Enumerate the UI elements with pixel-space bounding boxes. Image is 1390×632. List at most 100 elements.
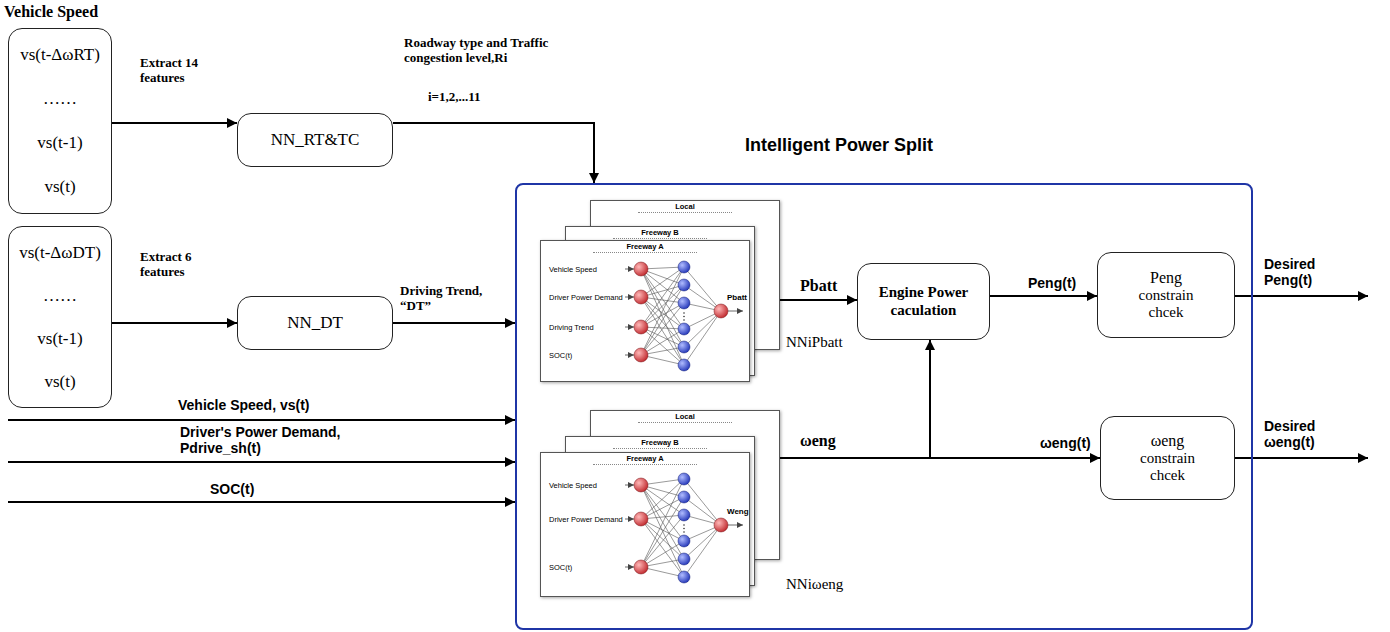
input-name: SOC(t) [549, 351, 572, 360]
box-text: constrain chcek [1128, 450, 1208, 485]
edge-label: ωeng(t) [1040, 435, 1091, 451]
input-neuron [634, 478, 648, 492]
signal-label: Driver's Power Demand, Pdrive_sh(t) [180, 424, 370, 456]
box-text: NN_RT&TC [271, 130, 360, 150]
signal-label: SOC(t) [210, 481, 254, 497]
input-name: Driver Power Demand [549, 515, 623, 524]
column-heading: Vehicle Speed [4, 3, 98, 21]
output-neuron [714, 518, 728, 532]
hidden-neuron [678, 553, 690, 565]
hidden-neuron [678, 341, 690, 353]
hidden-neuron [678, 279, 690, 291]
edge-label: Extract 14 features [140, 56, 220, 86]
input-arrow [8, 419, 515, 421]
box-text: vs(t) [44, 177, 75, 197]
panel-title: Local [638, 202, 732, 213]
network-box: NN_RT&TC [237, 113, 393, 167]
input-name: Vehicle Speed [549, 481, 597, 490]
network-panel: Freeway A Vehicle SpeedDriver Power Deman… [540, 452, 750, 597]
ellipsis-dot [683, 531, 685, 533]
box-text: constrain chcek [1126, 287, 1206, 322]
hidden-neuron [678, 473, 690, 485]
box-text: …… [43, 286, 77, 306]
hidden-neuron [678, 297, 690, 309]
panel-title: Freeway A [593, 454, 697, 465]
input-name: Driving Trend [549, 323, 594, 332]
weight-line [641, 519, 684, 559]
input-neuron [634, 262, 648, 276]
panel-title: Freeway B [613, 228, 707, 239]
weight-line [641, 541, 684, 567]
output-name: Weng [727, 507, 749, 517]
box-text: vs(t-ΔωRT) [20, 45, 100, 65]
power-split-frame: LocalFreeway BFreeway AVehicle SpeedDriv… [515, 183, 1253, 630]
network-set-label: NNiωeng [786, 576, 843, 593]
connector-arrow [393, 322, 515, 324]
frame-heading: Intelligent Power Split [745, 135, 933, 156]
signal-label: ωeng [800, 432, 836, 450]
box-text: Peng [1150, 269, 1182, 287]
weight-line [641, 285, 684, 327]
signal-window-box: vs(t-ΔωDT) …… vs(t-1) vs(t) [8, 226, 112, 408]
input-stub [625, 519, 634, 520]
ellipsis-dot [683, 319, 685, 321]
output-label: Desired Peng(t) [1264, 256, 1348, 288]
weight-line [641, 497, 684, 567]
hidden-neuron [678, 509, 690, 521]
ellipsis-dot [683, 316, 685, 318]
weight-line [641, 479, 684, 567]
input-stub [625, 567, 634, 568]
box-text: NN_DT [287, 313, 343, 333]
edge-label: Roadway type and Traffic congestion leve… [404, 36, 582, 66]
box-text: vs(t-ΔωDT) [19, 243, 101, 263]
edge-label: Peng(t) [1028, 275, 1076, 291]
hidden-neuron [678, 491, 690, 503]
weight-line [684, 479, 721, 525]
ellipsis-dot [683, 524, 685, 526]
panel-title: Freeway B [613, 438, 707, 449]
input-stub [625, 327, 634, 328]
weight-line [641, 327, 684, 365]
box-text: vs(t-1) [37, 133, 82, 153]
input-stub [625, 485, 634, 486]
hidden-neuron [678, 535, 690, 547]
input-neuron [634, 290, 648, 304]
input-neuron [634, 348, 648, 362]
index-note: i=1,2,...11 [428, 90, 481, 105]
box-text: vs(t) [44, 372, 75, 392]
connector-arrow [990, 295, 1097, 297]
input-name: Vehicle Speed [549, 265, 597, 274]
box-text: Engine Power caculation [868, 284, 980, 319]
weight-line [641, 297, 684, 347]
input-neuron [634, 320, 648, 334]
output-stub [728, 525, 743, 526]
panel-title: Freeway A [593, 242, 697, 253]
network-drawing [541, 241, 749, 381]
process-box: Engine Power caculation [857, 263, 990, 340]
output-stub [728, 311, 743, 312]
connector-arrow [112, 122, 237, 124]
signal-label: Vehicle Speed, vs(t) [178, 397, 310, 413]
input-stub [625, 269, 634, 270]
box-text: ωeng [1151, 432, 1185, 450]
output-arrow [1235, 295, 1368, 297]
weight-line [641, 303, 684, 327]
network-drawing [541, 453, 749, 596]
input-arrow [8, 461, 515, 463]
output-neuron [714, 304, 728, 318]
hidden-neuron [678, 571, 690, 583]
input-stub [625, 297, 634, 298]
network-panel: Freeway AVehicle SpeedDriver Power Deman… [540, 240, 750, 382]
weight-line [641, 515, 684, 567]
constraint-box: ωengconstrain chcek [1100, 416, 1235, 500]
constraint-box: Pengconstrain chcek [1097, 252, 1235, 338]
network-set-label: NNiPbatt [786, 334, 843, 351]
input-arrow [8, 501, 515, 503]
input-neuron [634, 512, 648, 526]
weight-line [641, 329, 684, 355]
box-text: vs(t-1) [37, 329, 82, 349]
input-neuron [634, 560, 648, 574]
weight-line [684, 311, 721, 365]
box-text: …… [43, 89, 77, 109]
input-stub [625, 355, 634, 356]
